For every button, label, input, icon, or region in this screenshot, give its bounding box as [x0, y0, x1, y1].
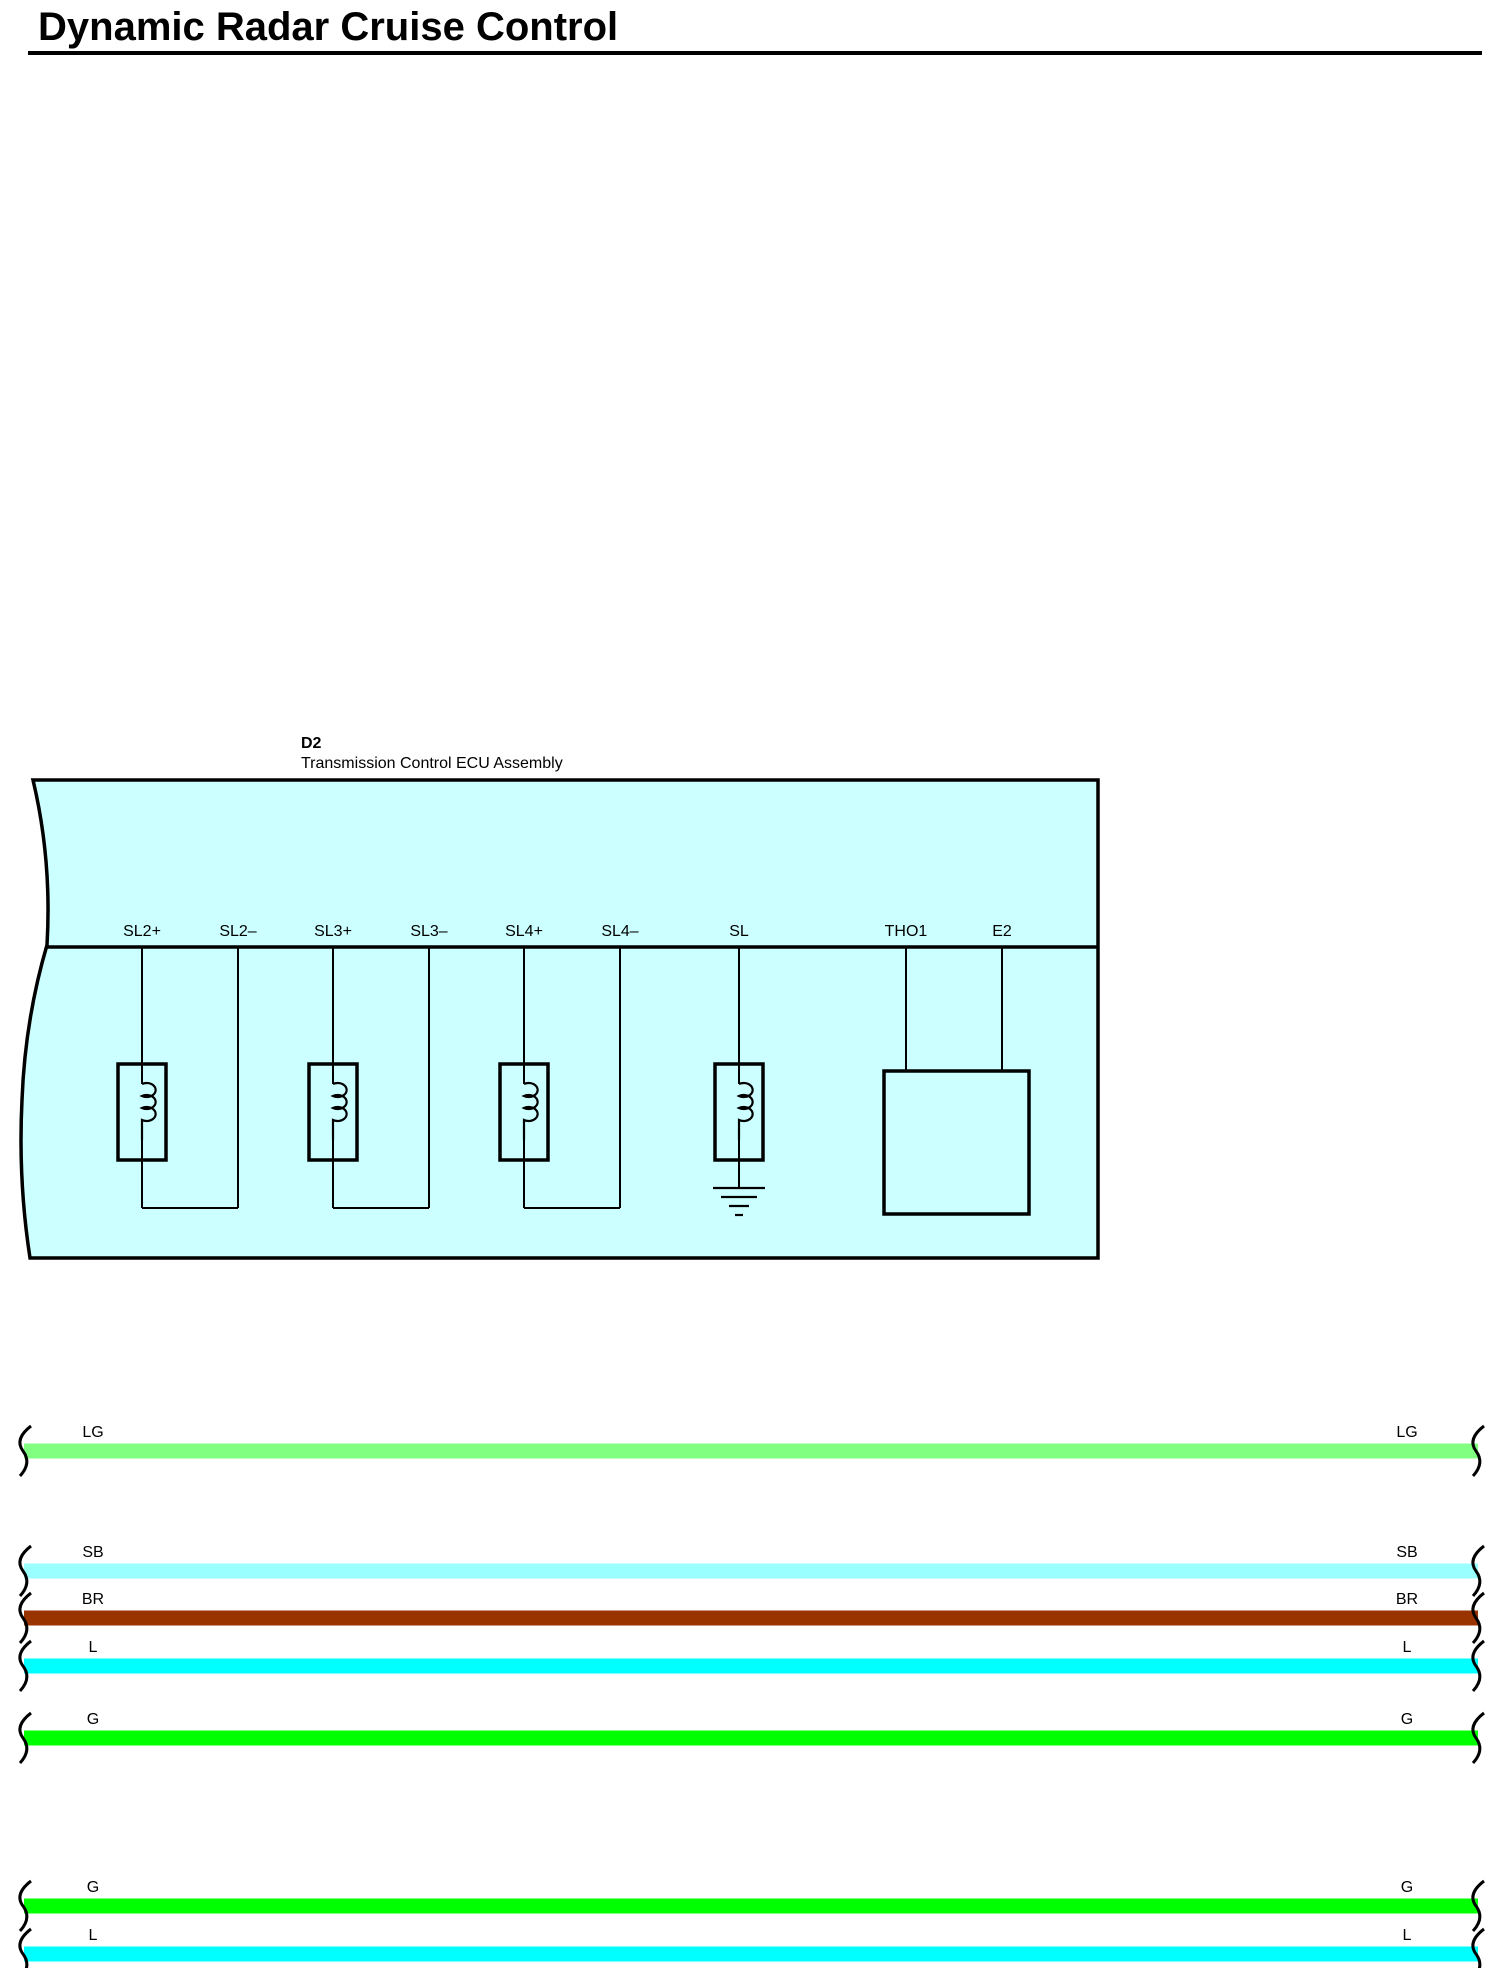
- wire-color-label: BR: [82, 1591, 104, 1608]
- title-rule: [28, 51, 1482, 55]
- pin-label: SL4–: [601, 923, 638, 940]
- wire-color-label: G: [1401, 1879, 1413, 1896]
- ecu-internal-circuit: [116, 947, 1031, 1217]
- pin-label: E2: [992, 923, 1012, 940]
- wire-break-right-icon: [1471, 1927, 1485, 1968]
- ground-icon: [713, 1186, 765, 1217]
- pin-label: SL: [729, 923, 749, 940]
- wire-break-left-icon: [18, 1424, 32, 1478]
- wire-break-left-icon: [18, 1591, 32, 1645]
- wire-color-label: G: [1401, 1711, 1413, 1728]
- solenoid-icon: [116, 1062, 168, 1162]
- wire-break-right-icon: [1471, 1424, 1485, 1478]
- pin-label: SL2–: [219, 923, 256, 940]
- pin-label: SL4+: [505, 923, 543, 940]
- wire-break-left-icon: [18, 1711, 32, 1765]
- wire-color-label: G: [87, 1879, 99, 1896]
- wire-color-label: L: [89, 1639, 98, 1656]
- pin-label: THO1: [885, 923, 928, 940]
- wire-lg: LG LG: [18, 1424, 1485, 1478]
- wire-color-label: L: [1403, 1927, 1412, 1944]
- wire-color-label: SB: [1396, 1544, 1417, 1561]
- solenoid-icon: [307, 1062, 359, 1162]
- wire-break-left-icon: [18, 1639, 32, 1693]
- wire-color-label: BR: [1396, 1591, 1418, 1608]
- wire-sb: SB SB: [18, 1544, 1485, 1598]
- component-name: Transmission Control ECU Assembly: [301, 755, 563, 772]
- wire-break-left-icon: [18, 1879, 32, 1933]
- wire-break-right-icon: [1471, 1711, 1485, 1765]
- wire-color-label: L: [1403, 1639, 1412, 1656]
- ecu-body: [19, 778, 1100, 1260]
- wire-break-right-icon: [1471, 1639, 1485, 1693]
- wire-break-right-icon: [1471, 1591, 1485, 1645]
- wire-break-left-icon: [18, 1544, 32, 1598]
- pin-label: SL2+: [123, 923, 161, 940]
- wire-color-label: G: [87, 1711, 99, 1728]
- component-code: D2: [301, 735, 322, 752]
- wire-br: BR BR: [18, 1591, 1485, 1645]
- pin-labels: SL2+ SL2– SL3+ SL3– SL4+ SL4– SL THO1 E2: [123, 923, 1012, 940]
- wire-color-label: LG: [1396, 1424, 1417, 1441]
- wire-break-left-icon: [18, 1927, 32, 1968]
- solenoid-icon: [498, 1062, 550, 1162]
- pin-label: SL3–: [410, 923, 447, 940]
- wire-color-label: SB: [82, 1544, 103, 1561]
- wire-break-right-icon: [1471, 1879, 1485, 1933]
- temperature-sensor-block: [882, 1069, 1031, 1216]
- pin-label: SL3+: [314, 923, 352, 940]
- wire-color-label: L: [89, 1927, 98, 1944]
- wire-color-label: LG: [82, 1424, 103, 1441]
- page-title: Dynamic Radar Cruise Control: [38, 5, 619, 49]
- wire-break-right-icon: [1471, 1544, 1485, 1598]
